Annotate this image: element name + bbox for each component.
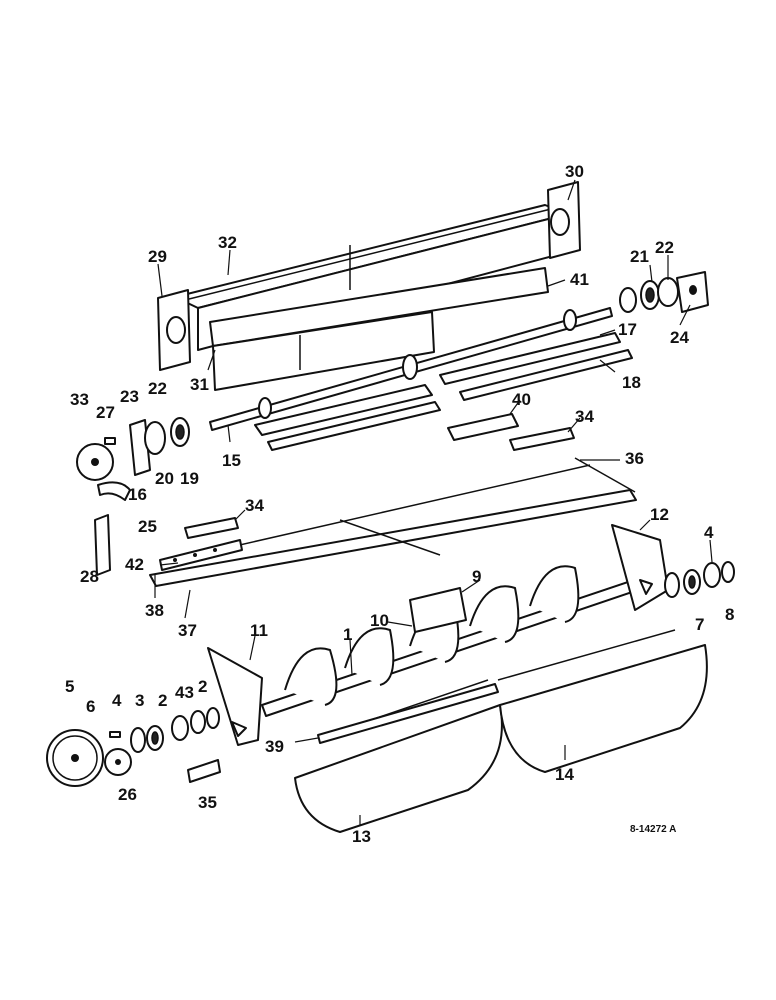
- callout-9: 9: [472, 567, 481, 586]
- callout-28: 28: [80, 567, 99, 586]
- callout-10: 10: [370, 611, 389, 630]
- callout-4-right: 4: [704, 523, 714, 542]
- plate-34-lower: [184, 517, 239, 539]
- callout-40: 40: [512, 390, 531, 409]
- callout-4-left: 4: [112, 691, 122, 710]
- callout-41: 41: [570, 270, 589, 289]
- callout-32: 32: [218, 233, 237, 252]
- callout-11: 11: [250, 621, 268, 640]
- callout-21: 21: [630, 247, 649, 266]
- callout-5: 5: [65, 677, 74, 696]
- callout-29: 29: [148, 247, 167, 266]
- callout-18: 18: [622, 373, 641, 392]
- strip-39: [317, 683, 499, 744]
- callout-26: 26: [118, 785, 137, 804]
- leader-lines: [154, 179, 713, 825]
- sprocket-33: [76, 443, 114, 481]
- callout-34-upper: 34: [575, 407, 594, 426]
- trough-right: [497, 629, 708, 773]
- callout-6: 6: [86, 697, 95, 716]
- chain-28: [94, 514, 111, 576]
- callout-22-right: 22: [655, 238, 674, 257]
- drawing-number: 8-14272 A: [630, 824, 676, 835]
- callout-23: 23: [120, 387, 139, 406]
- chain-link-42: [159, 539, 243, 571]
- auger: [261, 565, 645, 717]
- callout-37: 37: [178, 621, 197, 640]
- bearing-group-lower-left: [130, 707, 220, 753]
- callout-30: 30: [565, 162, 584, 181]
- callout-20: 20: [155, 469, 174, 488]
- callout-42: 42: [125, 555, 144, 574]
- bearing-group-lower-right: [664, 561, 735, 598]
- top-shaft: [209, 307, 613, 431]
- callout-36: 36: [625, 449, 644, 468]
- bearing-group-right: [619, 271, 709, 313]
- callout-2-right: 2: [198, 677, 207, 696]
- callout-17: 17: [618, 320, 637, 339]
- callout-39: 39: [265, 737, 284, 756]
- callout-33: 33: [70, 390, 89, 409]
- callout-16: 16: [128, 485, 147, 504]
- callout-25: 25: [138, 517, 157, 536]
- front-panel-41: [209, 267, 549, 347]
- callout-13: 13: [352, 827, 371, 846]
- callout-35: 35: [198, 793, 217, 812]
- hanger-9: [409, 587, 467, 633]
- callout-3: 3: [135, 691, 144, 710]
- plate-17-18: [439, 332, 633, 401]
- callout-labels: 30 32 29 21 22 24 41 17 18 31 33 23 22 2…: [65, 162, 734, 846]
- callout-34-lower: 34: [245, 496, 264, 515]
- plate-40: [447, 413, 519, 441]
- callout-31: 31: [190, 375, 209, 394]
- callout-15: 15: [222, 451, 241, 470]
- sprocket-26: [104, 748, 132, 776]
- callout-19: 19: [180, 469, 199, 488]
- plate-34-upper: [509, 427, 575, 451]
- plate-center: [254, 384, 441, 451]
- bracket-25: [97, 481, 131, 501]
- callout-12: 12: [650, 505, 669, 524]
- bearing-group-left: [104, 417, 190, 476]
- callout-22-left: 22: [148, 379, 167, 398]
- callout-8: 8: [725, 605, 734, 624]
- callout-2-left: 2: [158, 691, 167, 710]
- callout-38: 38: [145, 601, 164, 620]
- lower-panel-31: [212, 311, 435, 391]
- callout-43: 43: [175, 683, 194, 702]
- end-plate-left: [157, 289, 191, 371]
- key-6: [109, 731, 121, 738]
- end-sheet-right: [611, 524, 669, 611]
- callout-7: 7: [695, 615, 704, 634]
- callout-24: 24: [670, 328, 689, 347]
- end-sheet-left: [207, 647, 263, 746]
- callout-27: 27: [96, 403, 115, 422]
- callout-14: 14: [555, 765, 574, 784]
- sprocket-5: [46, 729, 104, 787]
- end-plate-right: [547, 181, 581, 259]
- bracket-35: [187, 759, 221, 783]
- callout-1: 1: [343, 625, 352, 644]
